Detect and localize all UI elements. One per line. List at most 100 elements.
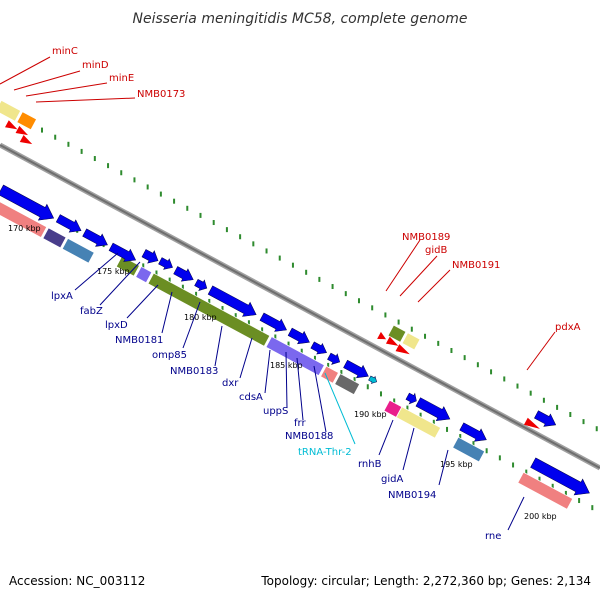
cds-arrow xyxy=(194,278,208,292)
accession-text: Accession: NC_003112 xyxy=(9,574,145,588)
tick-mark xyxy=(195,291,198,297)
tick-mark xyxy=(80,148,83,154)
cds-arrow xyxy=(55,214,82,233)
label-rne: rne xyxy=(485,531,501,542)
cds-arrow xyxy=(415,397,451,422)
label-lpxA: lpxA xyxy=(51,291,73,302)
tick-mark xyxy=(595,426,598,432)
tick-mark xyxy=(578,498,581,504)
tick-mark xyxy=(432,419,435,425)
tick-mark xyxy=(551,483,554,489)
tick-mark xyxy=(93,156,96,162)
tick-mark xyxy=(107,163,110,169)
tick-mark xyxy=(274,334,277,340)
tick-mark xyxy=(199,212,202,218)
label-frr: frr xyxy=(294,418,306,429)
cds-arrow xyxy=(534,410,557,427)
label-NMB0183: NMB0183 xyxy=(170,366,218,377)
tick-mark xyxy=(437,340,440,346)
cds-reverse-arrow xyxy=(377,331,387,340)
tick-mark xyxy=(379,391,382,397)
cog-block xyxy=(61,237,95,264)
tick-mark xyxy=(393,398,396,404)
tick-mark xyxy=(542,397,545,403)
feature-tracks xyxy=(0,99,590,510)
cds-arrow xyxy=(158,257,173,270)
label-tRNA-Thr-2: tRNA-Thr-2 xyxy=(298,447,352,458)
tick-mark xyxy=(261,327,264,333)
tick-mark xyxy=(287,341,290,347)
tick-mark xyxy=(173,198,176,204)
tick-mark xyxy=(463,355,466,361)
top-strand-labels xyxy=(0,56,556,371)
tick-mark xyxy=(265,248,268,254)
tick-mark xyxy=(120,170,123,176)
cog-block xyxy=(265,336,325,377)
label-pdxA: pdxA xyxy=(555,322,581,333)
tick-mark xyxy=(305,269,308,275)
label-NMB0188: NMB0188 xyxy=(285,431,333,442)
label-NMB0191: NMB0191 xyxy=(452,260,500,271)
tick-mark xyxy=(397,319,400,325)
cog-block xyxy=(387,324,407,343)
tick-mark xyxy=(498,455,501,461)
tick-mark xyxy=(168,277,171,283)
label-fabZ: fabZ xyxy=(80,306,103,317)
tick-mark xyxy=(472,441,475,447)
cds-reverse-arrow xyxy=(395,344,410,355)
tick-label-195: 195 kbp xyxy=(440,460,473,469)
tick-mark xyxy=(450,348,453,354)
tick-mark xyxy=(239,234,242,240)
cds-arrow xyxy=(530,457,590,496)
cds-reverse-arrow xyxy=(19,134,33,145)
cds-arrow xyxy=(343,359,369,379)
tick-mark xyxy=(212,220,215,226)
cds-arrow xyxy=(173,266,194,282)
cog-block xyxy=(0,99,22,122)
tick-mark xyxy=(300,348,303,354)
tick-mark xyxy=(155,270,158,276)
tick-mark xyxy=(371,305,374,311)
tick-mark xyxy=(221,306,224,312)
label-uppS: uppS xyxy=(263,406,288,417)
label-NMB0173: NMB0173 xyxy=(137,89,185,100)
tick-mark xyxy=(278,255,281,261)
cog-block xyxy=(319,365,340,384)
cds-arrow xyxy=(82,228,108,247)
tick-mark xyxy=(512,462,515,468)
tick-label-180: 180 kbp xyxy=(184,313,217,322)
label-minD: minD xyxy=(82,60,109,71)
tick-mark xyxy=(564,490,567,496)
label-NMB0181: NMB0181 xyxy=(115,335,163,346)
tick-marks-upper xyxy=(1,106,598,432)
cog-block xyxy=(147,272,271,347)
cog-block xyxy=(517,471,574,510)
tick-mark xyxy=(384,312,387,318)
cog-block xyxy=(334,373,361,396)
tick-mark xyxy=(410,326,413,332)
label-rnhB: rnhB xyxy=(358,459,382,470)
tick-mark xyxy=(446,426,449,432)
tick-label-200: 200 kbp xyxy=(524,512,557,521)
cds-reverse-arrow xyxy=(15,125,29,136)
tick-mark xyxy=(516,383,519,389)
tick-mark xyxy=(234,313,237,319)
tick-mark xyxy=(181,284,184,290)
tick-label-170: 170 kbp xyxy=(8,224,41,233)
tick-mark xyxy=(142,263,145,269)
tick-mark xyxy=(291,262,294,268)
cog-block xyxy=(135,265,153,284)
tick-mark xyxy=(485,448,488,454)
label-gidB: gidB xyxy=(425,245,447,256)
label-gidA: gidA xyxy=(381,474,403,485)
cds-arrow xyxy=(141,249,159,264)
tick-mark xyxy=(503,376,506,382)
label-cdsA: cdsA xyxy=(239,392,263,403)
tick-mark xyxy=(340,370,343,376)
cog-block xyxy=(16,111,38,131)
tick-mark xyxy=(159,191,162,197)
cog-block xyxy=(0,197,48,239)
cog-block xyxy=(401,332,421,351)
label-NMB0189: NMB0189 xyxy=(402,232,450,243)
